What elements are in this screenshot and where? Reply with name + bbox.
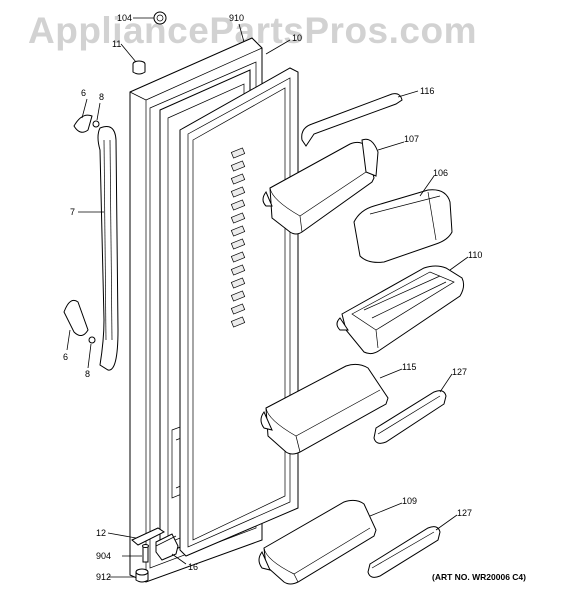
bin-rail-116 [301,93,403,147]
handle-screw-8-top [92,120,100,128]
art-number: (ART NO. WR20006 C4) [432,572,526,582]
bin-cover-106 [353,189,453,263]
callout-10: 10 [292,33,302,43]
bushing-912 [135,568,149,583]
callout-910: 910 [229,13,244,23]
callout-912: 912 [96,572,111,582]
door-handle-7 [97,126,119,371]
callout-12: 12 [96,528,106,538]
callout-8-top: 8 [99,92,104,102]
callout-labels: 104 910 11 10 6 8 7 6 8 116 107 106 110 … [63,13,526,582]
callout-127-bottom: 127 [457,508,472,518]
bin-trim-127-top [373,390,447,444]
bracket-12 [131,527,165,546]
handle-screw-8-bottom [88,336,96,344]
callout-904: 904 [96,551,111,561]
callout-6-bottom: 6 [63,352,68,362]
callout-7: 7 [70,207,75,217]
leader-lines [66,17,469,578]
callout-109: 109 [402,496,417,506]
egg-tray-110 [336,265,465,355]
callout-104: 104 [117,13,132,23]
pin-904 [142,544,149,563]
door-bin-109 [258,499,377,585]
door-bin-115 [260,363,389,455]
door-bin-107 [262,138,379,235]
callout-106: 106 [433,168,448,178]
closer-16 [155,533,179,561]
callout-11: 11 [112,39,121,49]
callout-127-top: 127 [452,367,467,377]
hinge-washer-104 [153,11,167,25]
callout-107: 107 [404,134,419,144]
handle-cap-6-bottom [63,299,89,336]
callout-116: 116 [420,86,434,96]
callout-16: 16 [188,562,198,572]
callout-6-top: 6 [81,88,86,98]
callout-115: 115 [402,362,416,372]
callout-110: 110 [468,250,482,260]
callout-8-bottom: 8 [85,369,90,379]
liner-shelf-tabs [230,147,246,328]
handle-cap-6-top [73,114,93,133]
hinge-bushing-11 [132,60,146,75]
bin-trim-127-bottom [367,526,441,578]
